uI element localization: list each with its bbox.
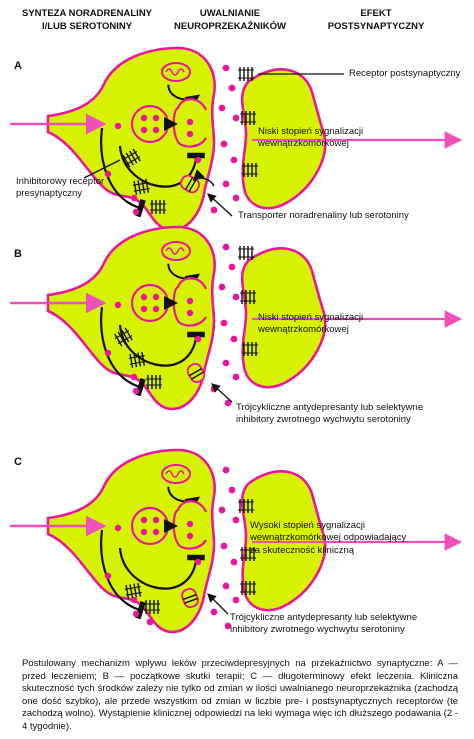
panel-letter-c: C: [14, 456, 22, 468]
drug-pointer-c: [207, 593, 229, 615]
header-effect: EFEKT POSTSYNAPTYCZNY: [327, 8, 425, 32]
drug-label-b: Trójcykliczne antydepresanty lub selekty…: [236, 402, 424, 426]
header-release: UWALNIANIE NEUROPRZEKAŹNIKÓW: [174, 8, 286, 32]
drug-pointer-b: [211, 383, 233, 403]
panel-b-diagram: [10, 227, 460, 409]
panel-c-diagram: [10, 450, 460, 632]
autoreceptor-pointer: [83, 159, 121, 179]
signal-label-b: Niski stopień sygnalizacji wewnątrzkomór…: [258, 312, 364, 336]
figure-caption: Postulowany mechanizm wpływu leków przec…: [22, 658, 458, 732]
panel-letter-a: A: [14, 60, 22, 72]
transporter-pointer: [207, 193, 233, 217]
header-synthesis: SYNTEZA NORADRENALINY I/LUB SEROTONINY: [22, 8, 153, 32]
receptor-label: Receptor postsynaptyczny: [349, 68, 461, 79]
panel-a-diagram: [10, 48, 460, 230]
drug-label-c: Trójcykliczne antydepresanty lub selekty…: [230, 612, 418, 636]
panel-letter-b: B: [14, 248, 22, 260]
signal-label-c: Wysoki stopień sygnalizacji wewnątrzkomó…: [250, 520, 407, 556]
signal-label-a: Niski stopień sygnalizacji wewnątrzkomór…: [258, 126, 364, 150]
autoreceptor-label: Inhibitorowy receptor presynaptyczny: [16, 176, 105, 200]
transporter-label: Transporter noradrenaliny lub serotoniny: [238, 210, 409, 221]
